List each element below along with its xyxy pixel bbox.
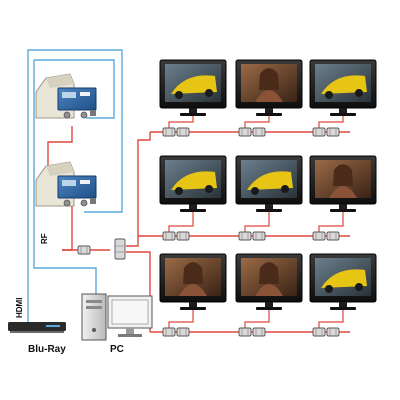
- tap-icon: [176, 127, 190, 137]
- bluray-player: [8, 322, 66, 333]
- tv-screen: [315, 64, 371, 102]
- tap: [238, 327, 252, 337]
- rf-cable-modulator-out: [62, 206, 73, 251]
- rf-modulator-1: [35, 73, 97, 119]
- tap: [326, 231, 340, 241]
- tap: [238, 231, 252, 241]
- tap: [162, 127, 176, 137]
- tap-icon: [326, 327, 340, 337]
- tap: [176, 127, 190, 137]
- rf-modulator-icon: [35, 161, 97, 207]
- tap-icon: [238, 327, 252, 337]
- tap: [252, 127, 266, 137]
- tv-set: [159, 59, 227, 116]
- tap: [312, 327, 326, 337]
- tv-screen: [241, 160, 297, 198]
- tap: [176, 231, 190, 241]
- tap: [252, 231, 266, 241]
- pc-label: PC: [110, 344, 124, 355]
- tap: [326, 127, 340, 137]
- tap-icon: [238, 127, 252, 137]
- tap-icon: [162, 231, 176, 241]
- splitter-icon: [114, 238, 126, 260]
- tap-icon: [162, 127, 176, 137]
- tv-set: [159, 253, 227, 310]
- splitter-icon: [77, 245, 91, 255]
- bluray-player-icon: [8, 322, 66, 331]
- hdmi-cable-bluray: [27, 49, 123, 322]
- tv-set: [235, 59, 303, 116]
- tv-drop-cable: [318, 116, 344, 128]
- main-splitter: [114, 238, 126, 260]
- rf-label: RF: [40, 233, 49, 244]
- rf-modulator-2: [35, 161, 97, 207]
- tap: [252, 327, 266, 337]
- tv-set: [309, 155, 377, 212]
- hdmi-label: HDMI: [15, 298, 24, 318]
- tv-screen: [165, 160, 221, 198]
- tap-icon: [312, 327, 326, 337]
- pc-tower-icon: [81, 293, 107, 341]
- tap: [176, 327, 190, 337]
- tv-screen: [165, 64, 221, 102]
- tap-icon: [312, 127, 326, 137]
- pc: [81, 293, 153, 341]
- tap-icon: [162, 327, 176, 337]
- tv-drop-cable: [168, 116, 194, 128]
- tap: [326, 327, 340, 337]
- tv-drop-cables: [168, 116, 344, 328]
- tv-screen: [241, 258, 297, 296]
- hdmi-cable-pc-feed: [33, 60, 97, 298]
- rf-modulator-icon: [35, 73, 97, 119]
- hdmi-cable-pc: [34, 59, 115, 119]
- bluray-label: Blu-Ray: [28, 344, 66, 355]
- tv-drop-cable: [244, 310, 270, 328]
- tap: [162, 231, 176, 241]
- tv-drop-cable: [318, 212, 344, 232]
- tv-screen: [315, 258, 371, 296]
- tv-drop-cable: [318, 310, 344, 328]
- tv-set: [159, 155, 227, 212]
- tv-set: [309, 59, 377, 116]
- tap: [312, 127, 326, 137]
- rf-cable-trunk: [126, 132, 151, 247]
- tv-drop-cable: [168, 212, 194, 232]
- tv-drop-cable: [244, 116, 270, 128]
- tv-set: [235, 253, 303, 310]
- tap: [162, 327, 176, 337]
- tap-icon: [252, 127, 266, 137]
- tap: [312, 231, 326, 241]
- tv-set: [309, 253, 377, 310]
- tap-icon: [176, 231, 190, 241]
- tv-screen: [315, 160, 371, 198]
- tap-icon: [326, 231, 340, 241]
- tv-screen: [165, 258, 221, 296]
- hdmi-cables: [27, 49, 123, 322]
- tap-icon: [252, 231, 266, 241]
- tap-icon: [252, 327, 266, 337]
- tap: [238, 127, 252, 137]
- tap-icon: [312, 231, 326, 241]
- tap-icon: [238, 231, 252, 241]
- tv-screen: [241, 64, 297, 102]
- tv-grid: [159, 59, 377, 310]
- tv-drop-cable: [244, 212, 270, 232]
- combiner: [77, 245, 91, 255]
- tap-icon: [176, 327, 190, 337]
- monitor-icon: [107, 295, 153, 337]
- tap-icon: [326, 127, 340, 137]
- tv-drop-cable: [168, 310, 194, 328]
- tv-set: [235, 155, 303, 212]
